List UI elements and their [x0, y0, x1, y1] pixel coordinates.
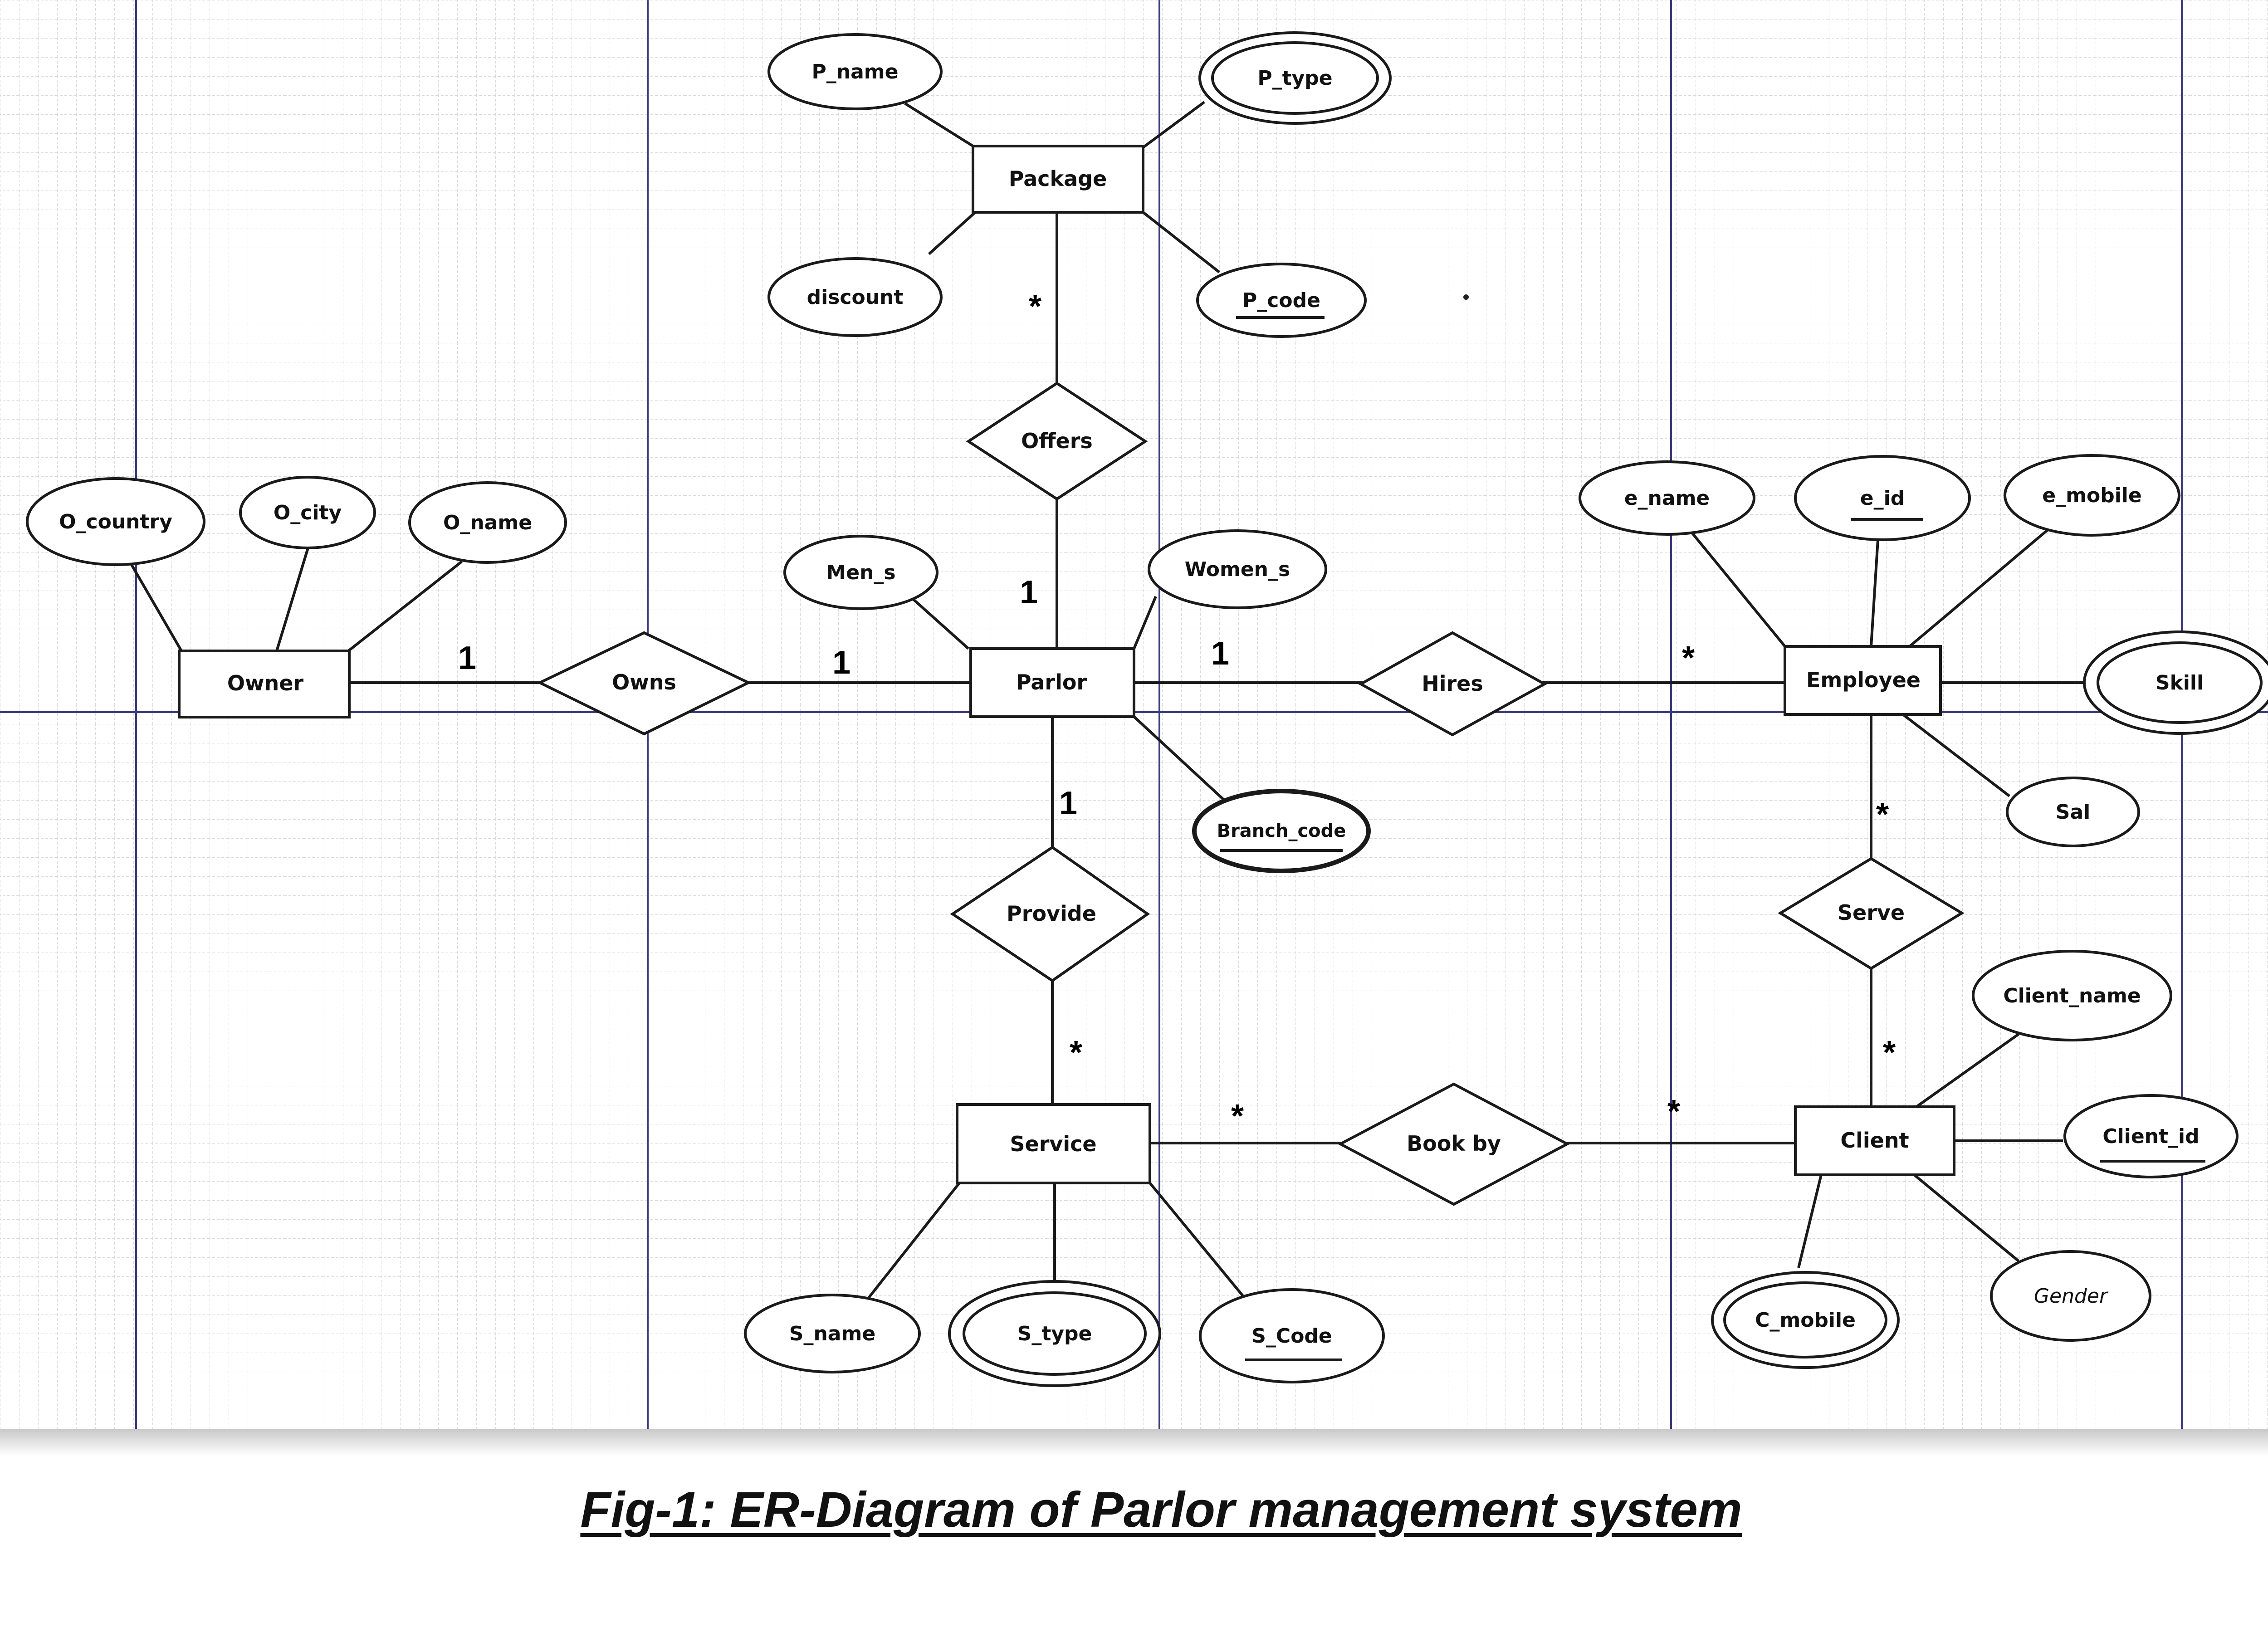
entity-service[interactable]: Service — [956, 1103, 1151, 1184]
cardinality-parlor-hires: 1 — [1211, 635, 1229, 672]
entity-owner[interactable]: Owner — [178, 650, 351, 718]
attribute-o-name[interactable]: O_name — [408, 481, 567, 564]
attribute-p-type[interactable]: P_type — [1198, 31, 1392, 125]
relationship-owns[interactable]: Owns — [537, 631, 752, 736]
attribute-e-id-label: e_id — [1860, 487, 1905, 510]
attribute-client-name-label: Client_name — [2003, 984, 2141, 1007]
attribute-s-type[interactable]: S_type — [948, 1280, 1161, 1387]
attribute-women-s-label: Women_s — [1185, 558, 1290, 581]
attribute-e-name-label: e_name — [1624, 487, 1710, 510]
entity-owner-label: Owner — [227, 671, 304, 695]
attribute-e-mobile-label: e_mobile — [2042, 484, 2141, 507]
relationship-serve-label: Serve — [1838, 900, 1905, 925]
attribute-e-id[interactable]: e_id — [1794, 455, 1971, 541]
relationship-hires[interactable]: Hires — [1358, 631, 1548, 737]
entity-client-label: Client — [1840, 1128, 1909, 1153]
attribute-s-type-label: S_type — [1017, 1322, 1092, 1345]
figure-bottom-shadow — [0, 1429, 2268, 1456]
attribute-branch-code-label: Branch_code — [1217, 821, 1346, 841]
relationship-provide[interactable]: Provide — [950, 845, 1150, 982]
attribute-s-name-label: S_name — [789, 1322, 875, 1345]
attribute-s-name[interactable]: S_name — [744, 1294, 921, 1373]
attribute-sal-label: Sal — [2056, 801, 2090, 824]
attribute-p-type-label: P_type — [1257, 67, 1332, 90]
attribute-skill[interactable]: Skill — [2083, 630, 2268, 735]
attribute-e-mobile[interactable]: e_mobile — [2004, 454, 2180, 537]
cardinality-bookby-client: * — [1667, 1094, 1680, 1130]
attribute-men-s-label: Men_s — [826, 561, 895, 584]
attribute-client-id-label: Client_id — [2102, 1125, 2199, 1148]
figure-caption: Fig-1: ER-Diagram of Parlor management s… — [580, 1482, 1742, 1538]
relationship-serve[interactable]: Serve — [1778, 857, 1965, 970]
relationship-book-by-label: Book by — [1407, 1131, 1501, 1156]
attribute-p-name-label: P_name — [812, 60, 899, 83]
cardinality-package-offers: * — [1029, 288, 1041, 325]
entity-employee-label: Employee — [1806, 668, 1921, 692]
attribute-client-id[interactable]: Client_id — [2063, 1094, 2239, 1178]
attribute-o-city[interactable]: O_city — [239, 476, 376, 549]
attribute-o-city-label: O_city — [274, 501, 342, 524]
er-diagram-canvas: Package Owner Parlor Employee Service Cl… — [0, 0, 2268, 1429]
entity-employee[interactable]: Employee — [1784, 645, 1942, 716]
entity-package[interactable]: Package — [972, 145, 1144, 214]
cardinalities: * 1 1 1 1 * 1 * * * * * — [458, 288, 1896, 1134]
relationship-offers-label: Offers — [1021, 429, 1093, 453]
cardinality-hires-employee: * — [1682, 640, 1695, 676]
cardinality-service-bookby: * — [1231, 1098, 1244, 1134]
attribute-women-s[interactable]: Women_s — [1148, 529, 1327, 609]
attribute-sal[interactable]: Sal — [2006, 777, 2140, 847]
attribute-men-s[interactable]: Men_s — [783, 535, 938, 610]
cardinality-owns-parlor: 1 — [832, 645, 850, 681]
attribute-discount[interactable]: discount — [767, 257, 943, 337]
attribute-o-name-label: O_name — [443, 511, 532, 534]
entity-parlor[interactable]: Parlor — [969, 647, 1135, 718]
attribute-p-code[interactable]: P_code — [1196, 263, 1367, 338]
entity-service-label: Service — [1010, 1132, 1096, 1156]
entity-package-label: Package — [1009, 166, 1107, 191]
attribute-gender-label: Gender — [2034, 1285, 2109, 1308]
attribute-e-name[interactable]: e_name — [1579, 460, 1755, 536]
attribute-discount-label: discount — [807, 286, 904, 309]
cardinality-owner-owns: 1 — [458, 640, 476, 676]
relationship-provide-label: Provide — [1007, 901, 1096, 926]
relationship-book-by[interactable]: Book by — [1337, 1082, 1570, 1206]
cardinality-offers-parlor: 1 — [1020, 574, 1038, 611]
relationship-owns-label: Owns — [612, 670, 676, 694]
connectors — [130, 101, 2087, 1307]
attribute-s-code-label: S_Code — [1251, 1324, 1332, 1348]
attribute-c-mobile[interactable]: C_mobile — [1711, 1271, 1900, 1369]
attribute-p-code-label: P_code — [1242, 289, 1320, 312]
entity-client[interactable]: Client — [1794, 1105, 1955, 1176]
attribute-skill-label: Skill — [2156, 671, 2204, 694]
attribute-branch-code[interactable]: Branch_code — [1192, 789, 1371, 873]
stray-dot — [1463, 294, 1469, 300]
cardinality-provide-service: * — [1070, 1035, 1082, 1071]
attribute-c-mobile-label: C_mobile — [1755, 1309, 1856, 1332]
cardinality-employee-serve: * — [1876, 797, 1889, 833]
attribute-s-code[interactable]: S_Code — [1199, 1288, 1385, 1383]
relationship-offers[interactable]: Offers — [966, 381, 1148, 501]
attribute-o-country-label: O_country — [59, 510, 172, 533]
relationship-hires-label: Hires — [1422, 671, 1483, 696]
attribute-gender[interactable]: Gender — [1990, 1250, 2151, 1342]
cardinality-serve-client: * — [1883, 1035, 1896, 1071]
entity-parlor-label: Parlor — [1016, 670, 1087, 694]
attribute-p-name[interactable]: P_name — [767, 33, 943, 110]
attribute-client-name[interactable]: Client_name — [1972, 950, 2172, 1041]
cardinality-parlor-provide: 1 — [1059, 785, 1077, 821]
attribute-o-country[interactable]: O_country — [26, 477, 205, 566]
